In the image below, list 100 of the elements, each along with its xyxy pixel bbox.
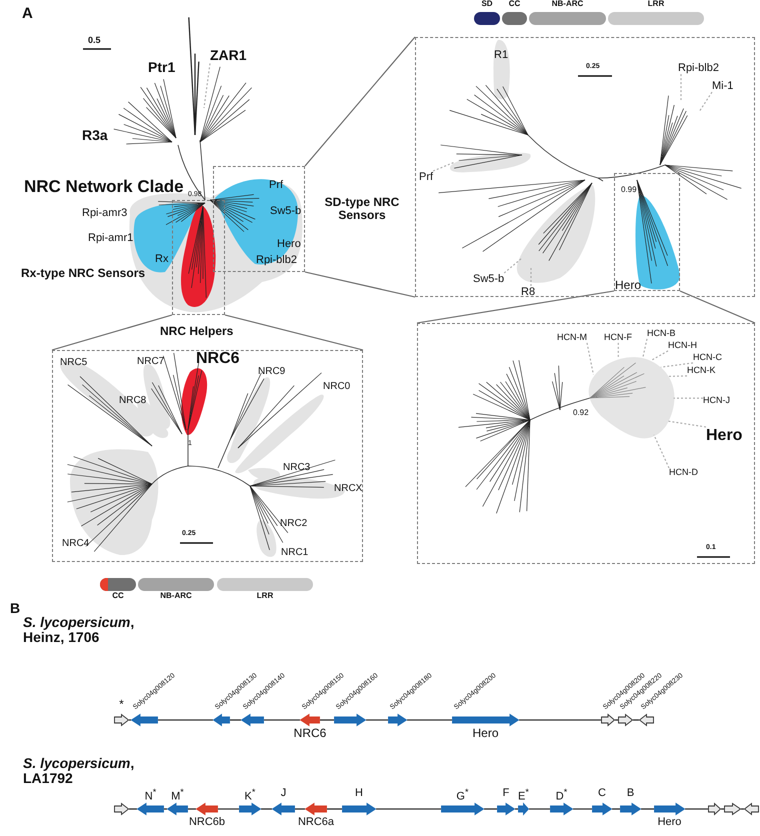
chromosome-line bbox=[615, 719, 618, 721]
zoom-line bbox=[304, 271, 416, 298]
zoom-line bbox=[667, 420, 706, 428]
chromosome-line bbox=[529, 808, 550, 810]
gene-symbol bbox=[114, 714, 129, 726]
gene-label: J bbox=[280, 787, 286, 800]
clade-label: NRC6 bbox=[196, 350, 240, 368]
clade-label: Prf bbox=[269, 179, 284, 192]
zoom-line bbox=[680, 290, 756, 324]
clade-label: Rpi-amr3 bbox=[82, 207, 128, 220]
chromosome-line bbox=[264, 719, 300, 721]
clade-label: NRC7 bbox=[137, 356, 164, 367]
clade-label: HCN-D bbox=[669, 468, 698, 478]
chromosome-line bbox=[261, 808, 272, 810]
support-value: 0.92 bbox=[573, 409, 589, 418]
clade-label: NRCX bbox=[334, 483, 362, 494]
chromosome-line bbox=[320, 719, 334, 721]
gene-symbol bbox=[744, 803, 759, 815]
chromosome-line bbox=[685, 808, 708, 810]
clade-label: Ptr1 bbox=[148, 60, 176, 76]
clade-label: Hero bbox=[615, 279, 642, 292]
gene-symbol bbox=[388, 714, 407, 726]
chromosome-line bbox=[519, 719, 601, 721]
zoom-line bbox=[650, 350, 668, 361]
support-value: 0.99 bbox=[621, 186, 637, 195]
gene-symbol bbox=[342, 803, 376, 815]
gene-symbol bbox=[239, 803, 261, 815]
clade-label: HCN-H bbox=[668, 341, 697, 351]
gene-symbol bbox=[518, 803, 529, 815]
chromosome-line bbox=[641, 808, 654, 810]
gene-label: B bbox=[626, 787, 634, 800]
clade-label: Rpi-blb2 bbox=[256, 254, 297, 266]
gene-label: NRC6b bbox=[188, 816, 226, 828]
gene-symbol bbox=[724, 803, 741, 815]
chromosome-line bbox=[515, 808, 518, 810]
gene-label: K$^{*}$ bbox=[244, 787, 256, 803]
gene-symbol bbox=[305, 803, 327, 815]
gene-symbol bbox=[497, 803, 515, 815]
zoom-line bbox=[668, 375, 688, 377]
clade-label: Mi-1 bbox=[712, 80, 734, 92]
gene-label: NRC6 bbox=[294, 727, 326, 740]
zoom-line bbox=[586, 342, 594, 375]
gene-label: D$^{*}$ bbox=[556, 787, 568, 803]
gene-symbol bbox=[654, 803, 685, 815]
zoom-box bbox=[172, 200, 225, 315]
zoom-line bbox=[52, 314, 172, 351]
domain-label: CC bbox=[112, 592, 124, 601]
zoom-line bbox=[224, 314, 364, 351]
clade-label: HCN-C bbox=[693, 353, 722, 363]
domain-label: LRR bbox=[256, 592, 274, 601]
chromosome-line bbox=[484, 808, 497, 810]
leader-line bbox=[203, 63, 211, 108]
clade-label: ZAR1 bbox=[210, 48, 247, 64]
chromosome-line bbox=[376, 808, 441, 810]
clade-label: NRC4 bbox=[62, 538, 90, 549]
clade-label: Rpi-blb2 bbox=[678, 62, 719, 74]
chromosome-line bbox=[633, 719, 639, 721]
clade-heading: NRC Network Clade bbox=[24, 178, 184, 197]
gene-symbol bbox=[601, 714, 615, 726]
clade-heading: Rx-type NRC Sensors bbox=[21, 267, 146, 280]
inset-panel bbox=[417, 323, 755, 564]
clade-label: NRC1 bbox=[281, 547, 308, 558]
clade-label: Rpi-amr1 bbox=[88, 232, 134, 244]
gene-symbol bbox=[639, 714, 654, 726]
scale-label: 0.5 bbox=[88, 36, 101, 46]
gene-symbol bbox=[300, 714, 320, 726]
chromosome-line bbox=[741, 808, 744, 810]
zoom-line bbox=[642, 338, 648, 358]
clade-heading: SD-type NRC Sensors bbox=[324, 196, 400, 222]
domain-label: SD bbox=[481, 0, 493, 9]
gene-symbol bbox=[441, 803, 484, 815]
clade-label: NRC2 bbox=[280, 518, 308, 529]
gene-label: F bbox=[502, 787, 510, 800]
clade-label: Prf bbox=[419, 171, 434, 184]
chromosome-line bbox=[129, 808, 137, 810]
gene-label: N$^{*}$ bbox=[144, 787, 156, 803]
gene-symbol bbox=[137, 803, 164, 815]
chromosome-line bbox=[407, 719, 452, 721]
clade-label: R8 bbox=[521, 286, 536, 298]
gene-label: E$^{*}$ bbox=[518, 787, 529, 803]
clade-label: NRC0 bbox=[323, 381, 350, 392]
chromosome-line bbox=[188, 808, 196, 810]
species-label: S. lycopersicum, Heinz, 1706 bbox=[23, 615, 136, 646]
gene-symbol bbox=[618, 714, 633, 726]
domain-label: NB-ARC bbox=[552, 0, 584, 9]
gene-label: H bbox=[355, 787, 363, 800]
gene-symbol bbox=[167, 803, 188, 815]
chromosome-line bbox=[230, 719, 241, 721]
zoom-line bbox=[304, 36, 416, 166]
domain-label: NB-ARC bbox=[160, 592, 192, 601]
gene-symbol bbox=[213, 714, 230, 726]
gene-symbol bbox=[592, 803, 612, 815]
clade-label: HCN-J bbox=[703, 396, 730, 406]
zoom-line bbox=[653, 434, 670, 468]
chromosome-line bbox=[612, 808, 620, 810]
leader-line bbox=[698, 92, 712, 112]
clade-label: HCN-K bbox=[687, 366, 716, 376]
gene-label: * bbox=[119, 698, 124, 712]
gene-label: C bbox=[598, 787, 606, 800]
clade-label: Sw5-b bbox=[473, 273, 504, 286]
